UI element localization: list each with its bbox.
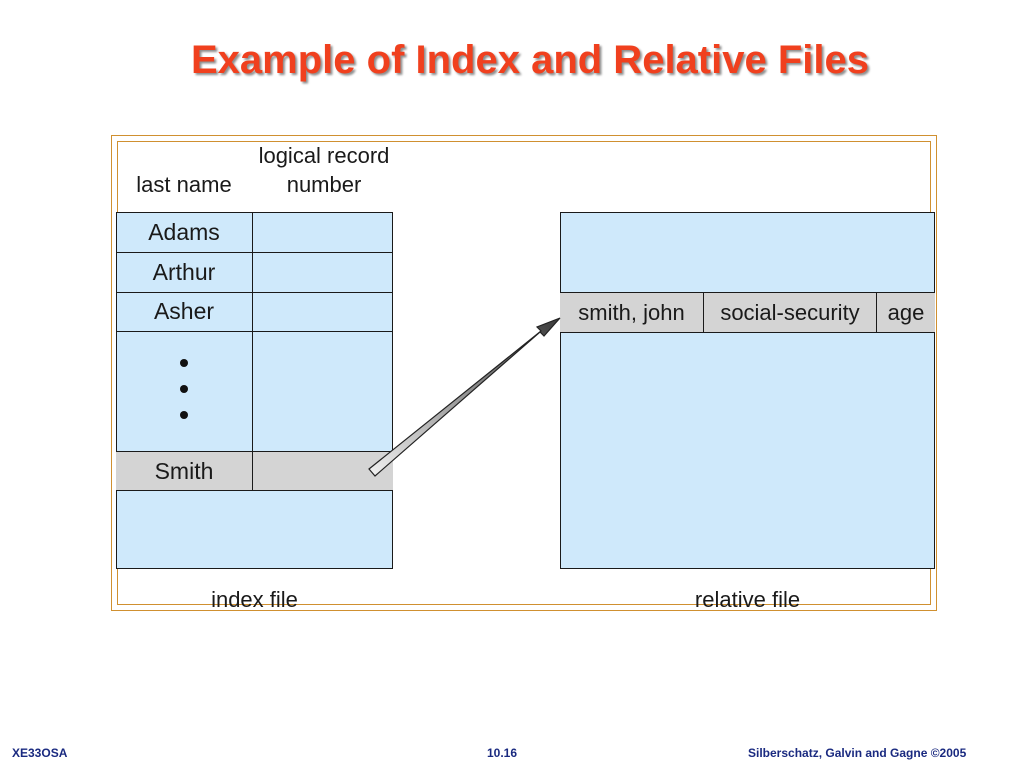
relative-field-name: smith, john: [578, 300, 685, 325]
footer-page-number: 10.16: [487, 746, 518, 760]
relative-row-divider: [560, 332, 935, 333]
relative-field-social-security: social-security: [720, 300, 860, 325]
footer-copyright: Silberschatz, Galvin and Gagne ©2005: [748, 746, 967, 760]
ellipsis-dot-icon: [180, 411, 188, 419]
index-row-divider: [116, 292, 393, 293]
relative-record-row: [560, 292, 935, 332]
relative-field-age: age: [887, 300, 925, 325]
ellipsis-dot-icon: [180, 385, 188, 393]
index-row-divider: [116, 331, 393, 332]
index-file-table: [116, 212, 393, 569]
index-row-divider: [116, 451, 393, 452]
index-file-caption: index file: [211, 587, 298, 612]
relative-row-divider: [560, 292, 935, 293]
index-row-adams: Adams: [148, 219, 220, 245]
index-row-divider: [116, 252, 393, 253]
index-row-asher: Asher: [153, 298, 215, 324]
index-row-smith: Smith: [154, 458, 214, 484]
index-row-smith-highlight: [116, 451, 393, 490]
index-row-divider: [116, 490, 393, 491]
header-last-name: last name: [136, 172, 232, 197]
relative-field-divider: [703, 292, 704, 332]
header-logical-record: logical record: [258, 143, 390, 168]
index-row-arthur: Arthur: [152, 259, 216, 285]
relative-file-table: [560, 212, 935, 569]
relative-field-divider: [876, 292, 877, 332]
footer-course-code: XE33OSA: [12, 746, 68, 760]
relative-file-caption: relative file: [694, 587, 801, 612]
index-column-divider: [252, 212, 253, 490]
ellipsis-dot-icon: [180, 359, 188, 367]
header-number: number: [286, 172, 362, 197]
slide-title: Example of Index and Relative Files: [190, 38, 869, 82]
